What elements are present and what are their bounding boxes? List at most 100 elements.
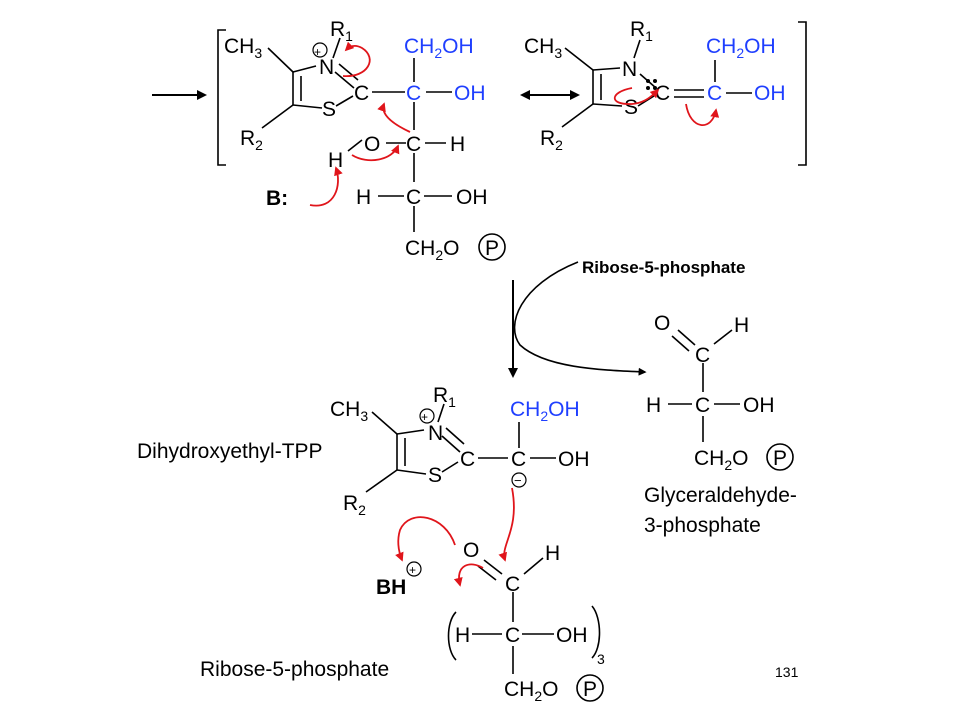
bracket-left: [217, 29, 226, 166]
ring-bond: [334, 71, 355, 89]
minus-charge: −: [514, 473, 522, 488]
ribose-reactant-label: Ribose-5-phosphate: [582, 258, 745, 277]
atom-h: H: [734, 314, 749, 337]
glyceraldehyde-label-line1: Glyceraldehyde-: [644, 484, 797, 507]
resonance-structure-left: [152, 21, 807, 261]
atom-c-blue: C: [406, 82, 421, 105]
atom-ch2oh: CH2OH: [510, 398, 580, 424]
r2-bond: [561, 103, 594, 128]
curved-arrow: [498, 487, 515, 562]
r2-bond: [261, 104, 294, 129]
c-o-double-bond: [671, 335, 690, 352]
atom-oh-blue: OH: [454, 82, 486, 105]
atom-ch2o: CH2O: [405, 237, 459, 263]
r1-bond: [437, 403, 445, 423]
curved-arrow: [685, 103, 720, 127]
atom-r2: R2: [343, 492, 366, 518]
c-o-double-bond: [677, 329, 696, 346]
glyceraldehyde-structure: [668, 329, 794, 471]
methyl-bond: [267, 47, 294, 73]
atom-c: C: [354, 82, 369, 105]
ring-bond: [335, 95, 354, 107]
r1-bond: [633, 39, 641, 59]
atom-oh-blue: OH: [754, 82, 786, 105]
ring-bond: [592, 67, 621, 71]
phosphate-circle: [478, 233, 506, 261]
ring-bond: [396, 469, 427, 475]
curved-arrow: [342, 41, 371, 77]
atom-ch2o: CH2O: [694, 447, 748, 473]
atom-h: H: [646, 394, 661, 417]
ribose-product-structure: [406, 557, 604, 702]
ring-bond: [292, 65, 317, 73]
atom-r1: R1: [433, 384, 456, 410]
page-number: 131: [775, 664, 799, 680]
plus-circle: [419, 408, 435, 424]
atom-c-blue: C: [707, 82, 722, 105]
electron-arrows-bottom: [395, 487, 515, 587]
atom-s: S: [624, 96, 638, 119]
paren-right: [591, 605, 601, 659]
minus-circle: [511, 472, 527, 488]
curved-arrow: [377, 102, 411, 133]
resonance-right-labels: CH3 R1 N S C R2 CH2OH C OH: [524, 18, 786, 153]
atom-h: H: [455, 624, 470, 647]
atom-s: S: [322, 98, 336, 121]
atom-c: C: [695, 344, 710, 367]
atom-oh: OH: [556, 624, 588, 647]
atom-p: P: [485, 237, 499, 260]
curved-arrow: [453, 563, 484, 587]
dihydroxyethyl-tpp-structure: [365, 403, 556, 493]
atom-r2: R2: [540, 127, 563, 153]
electron-arrows-left: [309, 41, 411, 207]
atom-s: S: [428, 464, 442, 487]
methyl-bond: [371, 411, 398, 435]
bracket-right: [798, 21, 807, 166]
c-o-double-bond: [477, 565, 497, 581]
dihydroxyethyl-tpp-label: Dihydroxyethyl-TPP: [137, 440, 323, 463]
atom-c: C: [460, 448, 475, 471]
plus-circle: [406, 561, 422, 577]
ring-bond-double: [338, 63, 359, 81]
phosphate-circle: [766, 443, 794, 471]
atom-r2: R2: [240, 127, 263, 153]
bh-label: BH: [376, 576, 406, 599]
charge-circle: [312, 42, 328, 58]
atom-ch2o: CH2O: [504, 678, 558, 704]
atom-oh: OH: [743, 394, 775, 417]
atom-n: N: [319, 56, 334, 79]
atom-oh: OH: [456, 186, 488, 209]
atom-r1: R1: [330, 18, 353, 44]
repeat-subscript: 3: [597, 651, 605, 667]
atom-h: H: [545, 542, 560, 565]
atom-o: O: [364, 133, 380, 156]
atom-o: O: [463, 539, 479, 562]
atom-c: C: [406, 133, 421, 156]
curved-arrow: [395, 516, 456, 562]
c-h-bond: [713, 329, 733, 345]
glyceraldehyde-labels: O H C H C OH CH2O P: [646, 312, 787, 473]
ring-bond: [441, 435, 461, 453]
ring-bond: [592, 103, 623, 107]
plus-charge: +: [421, 410, 428, 424]
atom-c: C: [505, 573, 520, 596]
atom-ch3: CH3: [224, 35, 262, 61]
paren-left: [447, 611, 457, 661]
h-o-bond: [347, 139, 363, 152]
atom-oh: OH: [558, 448, 590, 471]
curved-arrow: [351, 144, 400, 162]
electron-arrows-right: [613, 87, 720, 127]
c-o-double-bond: [483, 559, 503, 575]
atom-ch2oh: CH2OH: [404, 35, 474, 61]
plus-charge: +: [409, 563, 416, 577]
atom-ch3: CH3: [524, 35, 562, 61]
glyceraldehyde-label-line2: 3-phosphate: [644, 514, 761, 537]
ring-bond: [292, 104, 323, 109]
r2-bond: [365, 469, 398, 493]
atom-p: P: [583, 678, 597, 701]
atom-c: C: [695, 394, 710, 417]
atom-ch3: CH3: [330, 398, 368, 424]
atom-n: N: [622, 58, 637, 81]
atom-c: C: [655, 82, 670, 105]
ribose-product-labels: O H C H C OH 3 CH2O P BH +: [376, 539, 605, 704]
